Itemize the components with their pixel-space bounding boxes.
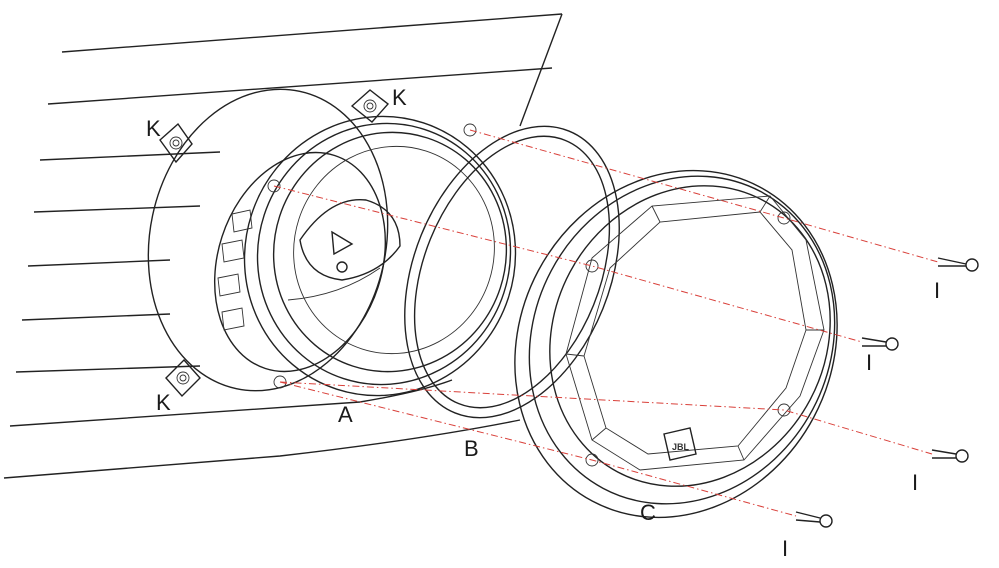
label-k-bottom: K — [156, 390, 171, 415]
label-k-left: K — [146, 116, 161, 141]
label-i-4: I — [782, 536, 788, 561]
jbl-logo: JBL — [672, 442, 690, 452]
screw-3 — [931, 449, 969, 463]
label-c: C — [640, 500, 656, 525]
label-i-3: I — [912, 470, 918, 495]
gasket-ring-b — [404, 125, 620, 419]
alignment-guides — [273, 129, 939, 517]
screw-2 — [861, 337, 899, 351]
label-a: A — [338, 402, 353, 427]
grille-frame-c: JBL — [514, 169, 838, 519]
label-i-1: I — [934, 278, 940, 303]
clip-k-left — [159, 122, 193, 164]
screw-4 — [795, 511, 833, 528]
label-b: B — [464, 436, 479, 461]
label-i-2: I — [866, 350, 872, 375]
screw-1 — [937, 257, 979, 272]
clip-k-top — [350, 89, 390, 123]
mounting-plate — [147, 88, 389, 392]
label-k-top: K — [392, 85, 407, 110]
door-panel — [3, 13, 563, 479]
clip-k-bottom — [165, 358, 201, 398]
speaker-a — [213, 115, 517, 397]
